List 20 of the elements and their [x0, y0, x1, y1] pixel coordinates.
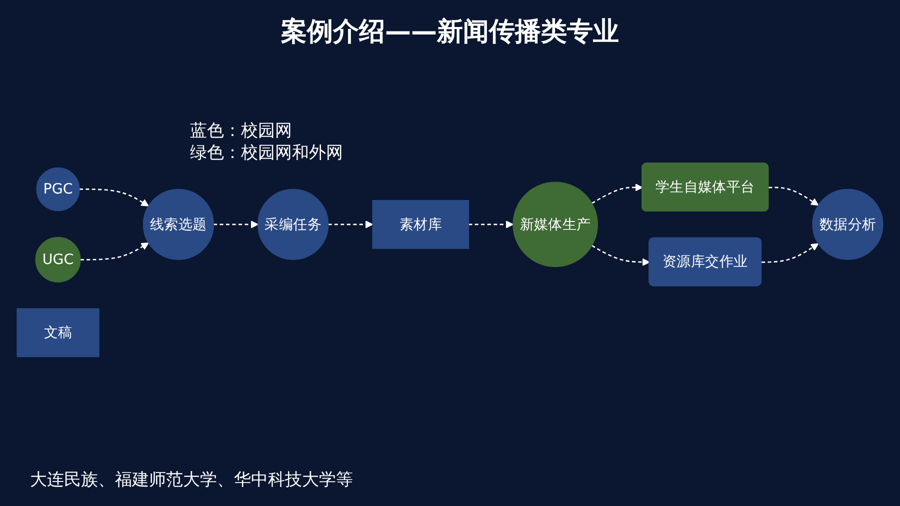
- arrow: [79, 188, 149, 207]
- footnote-text: 大连民族、福建师范大学、华中科技大学等: [30, 469, 353, 491]
- arrow: [768, 186, 819, 206]
- arrow: [328, 220, 374, 228]
- arrow: [214, 220, 258, 228]
- color-note: 蓝色：校园网: [190, 120, 293, 142]
- arrow: [592, 245, 650, 266]
- node-circle: [36, 167, 80, 212]
- arrow: [592, 184, 643, 204]
- arrow: [468, 220, 514, 228]
- node-circle: [812, 189, 884, 260]
- node-box: [16, 308, 100, 358]
- title: 案例介绍——新闻传播类专业: [281, 16, 619, 49]
- node-circle: [142, 189, 214, 260]
- node-box: [372, 200, 470, 249]
- arrow: [80, 242, 149, 260]
- arrow: [762, 243, 819, 263]
- node-circle: [35, 236, 81, 283]
- node-circle: [258, 189, 329, 260]
- node-circle: [512, 182, 598, 268]
